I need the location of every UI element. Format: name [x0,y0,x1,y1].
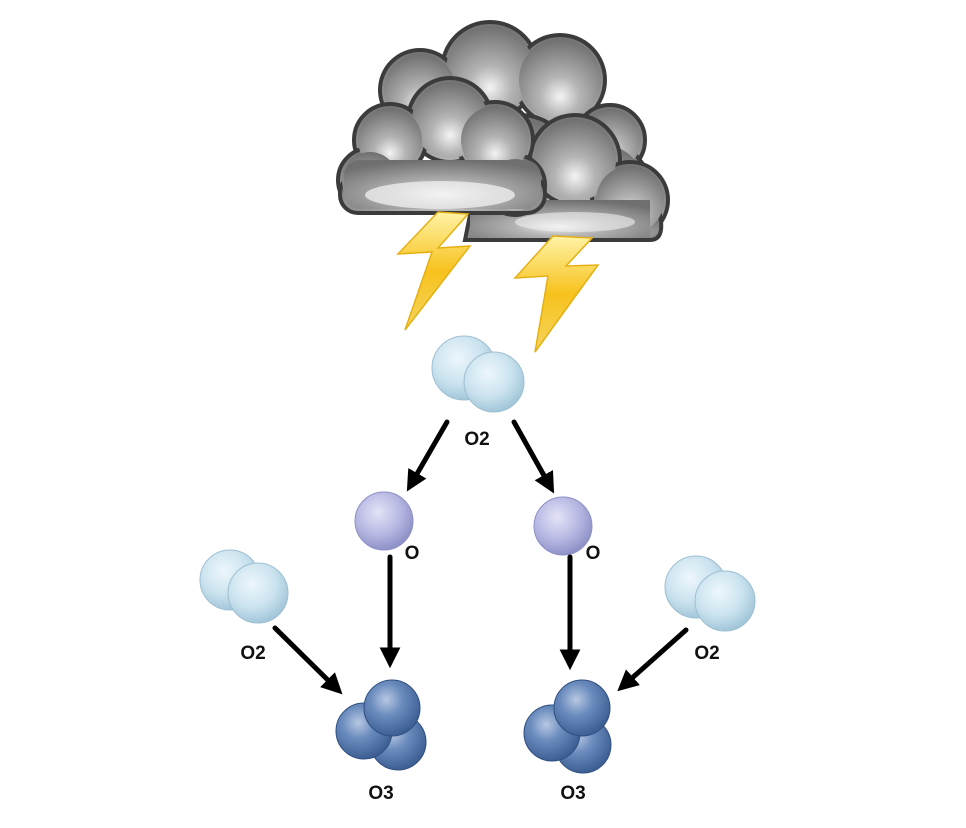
right-reactant-o2-label: O2 [694,643,719,664]
left-o-atom [354,491,414,551]
left-o3-molecule [335,679,427,771]
right-o3-label: O3 [560,783,585,804]
cloud-highlight-right [515,212,635,232]
cloud-highlight [365,181,515,209]
right-o-atom [533,496,593,556]
left-o-label: O [405,543,420,564]
arrow-source-to-left-atom [406,419,450,492]
right-o-label: O [586,543,601,564]
arrow-source-to-right-atom [511,419,555,494]
source-o2-molecule [431,335,525,413]
right-o3-molecule [523,679,612,774]
lightning-bolt-icon [396,211,472,331]
front-cloud-fill [342,82,541,211]
lightning-bolt-icon [513,235,600,353]
left-reactant-o2-label: O2 [240,643,265,664]
right-reactant-o2-molecule [664,555,756,632]
arrow-right-o2-to-o3 [617,627,689,692]
source-o2-label: O2 [464,429,489,450]
storm-cloud-icon [336,20,670,242]
left-reactant-o2-molecule [199,549,289,624]
left-o3-label: O3 [368,783,393,804]
arrow-left-o2-to-o3 [272,625,343,695]
